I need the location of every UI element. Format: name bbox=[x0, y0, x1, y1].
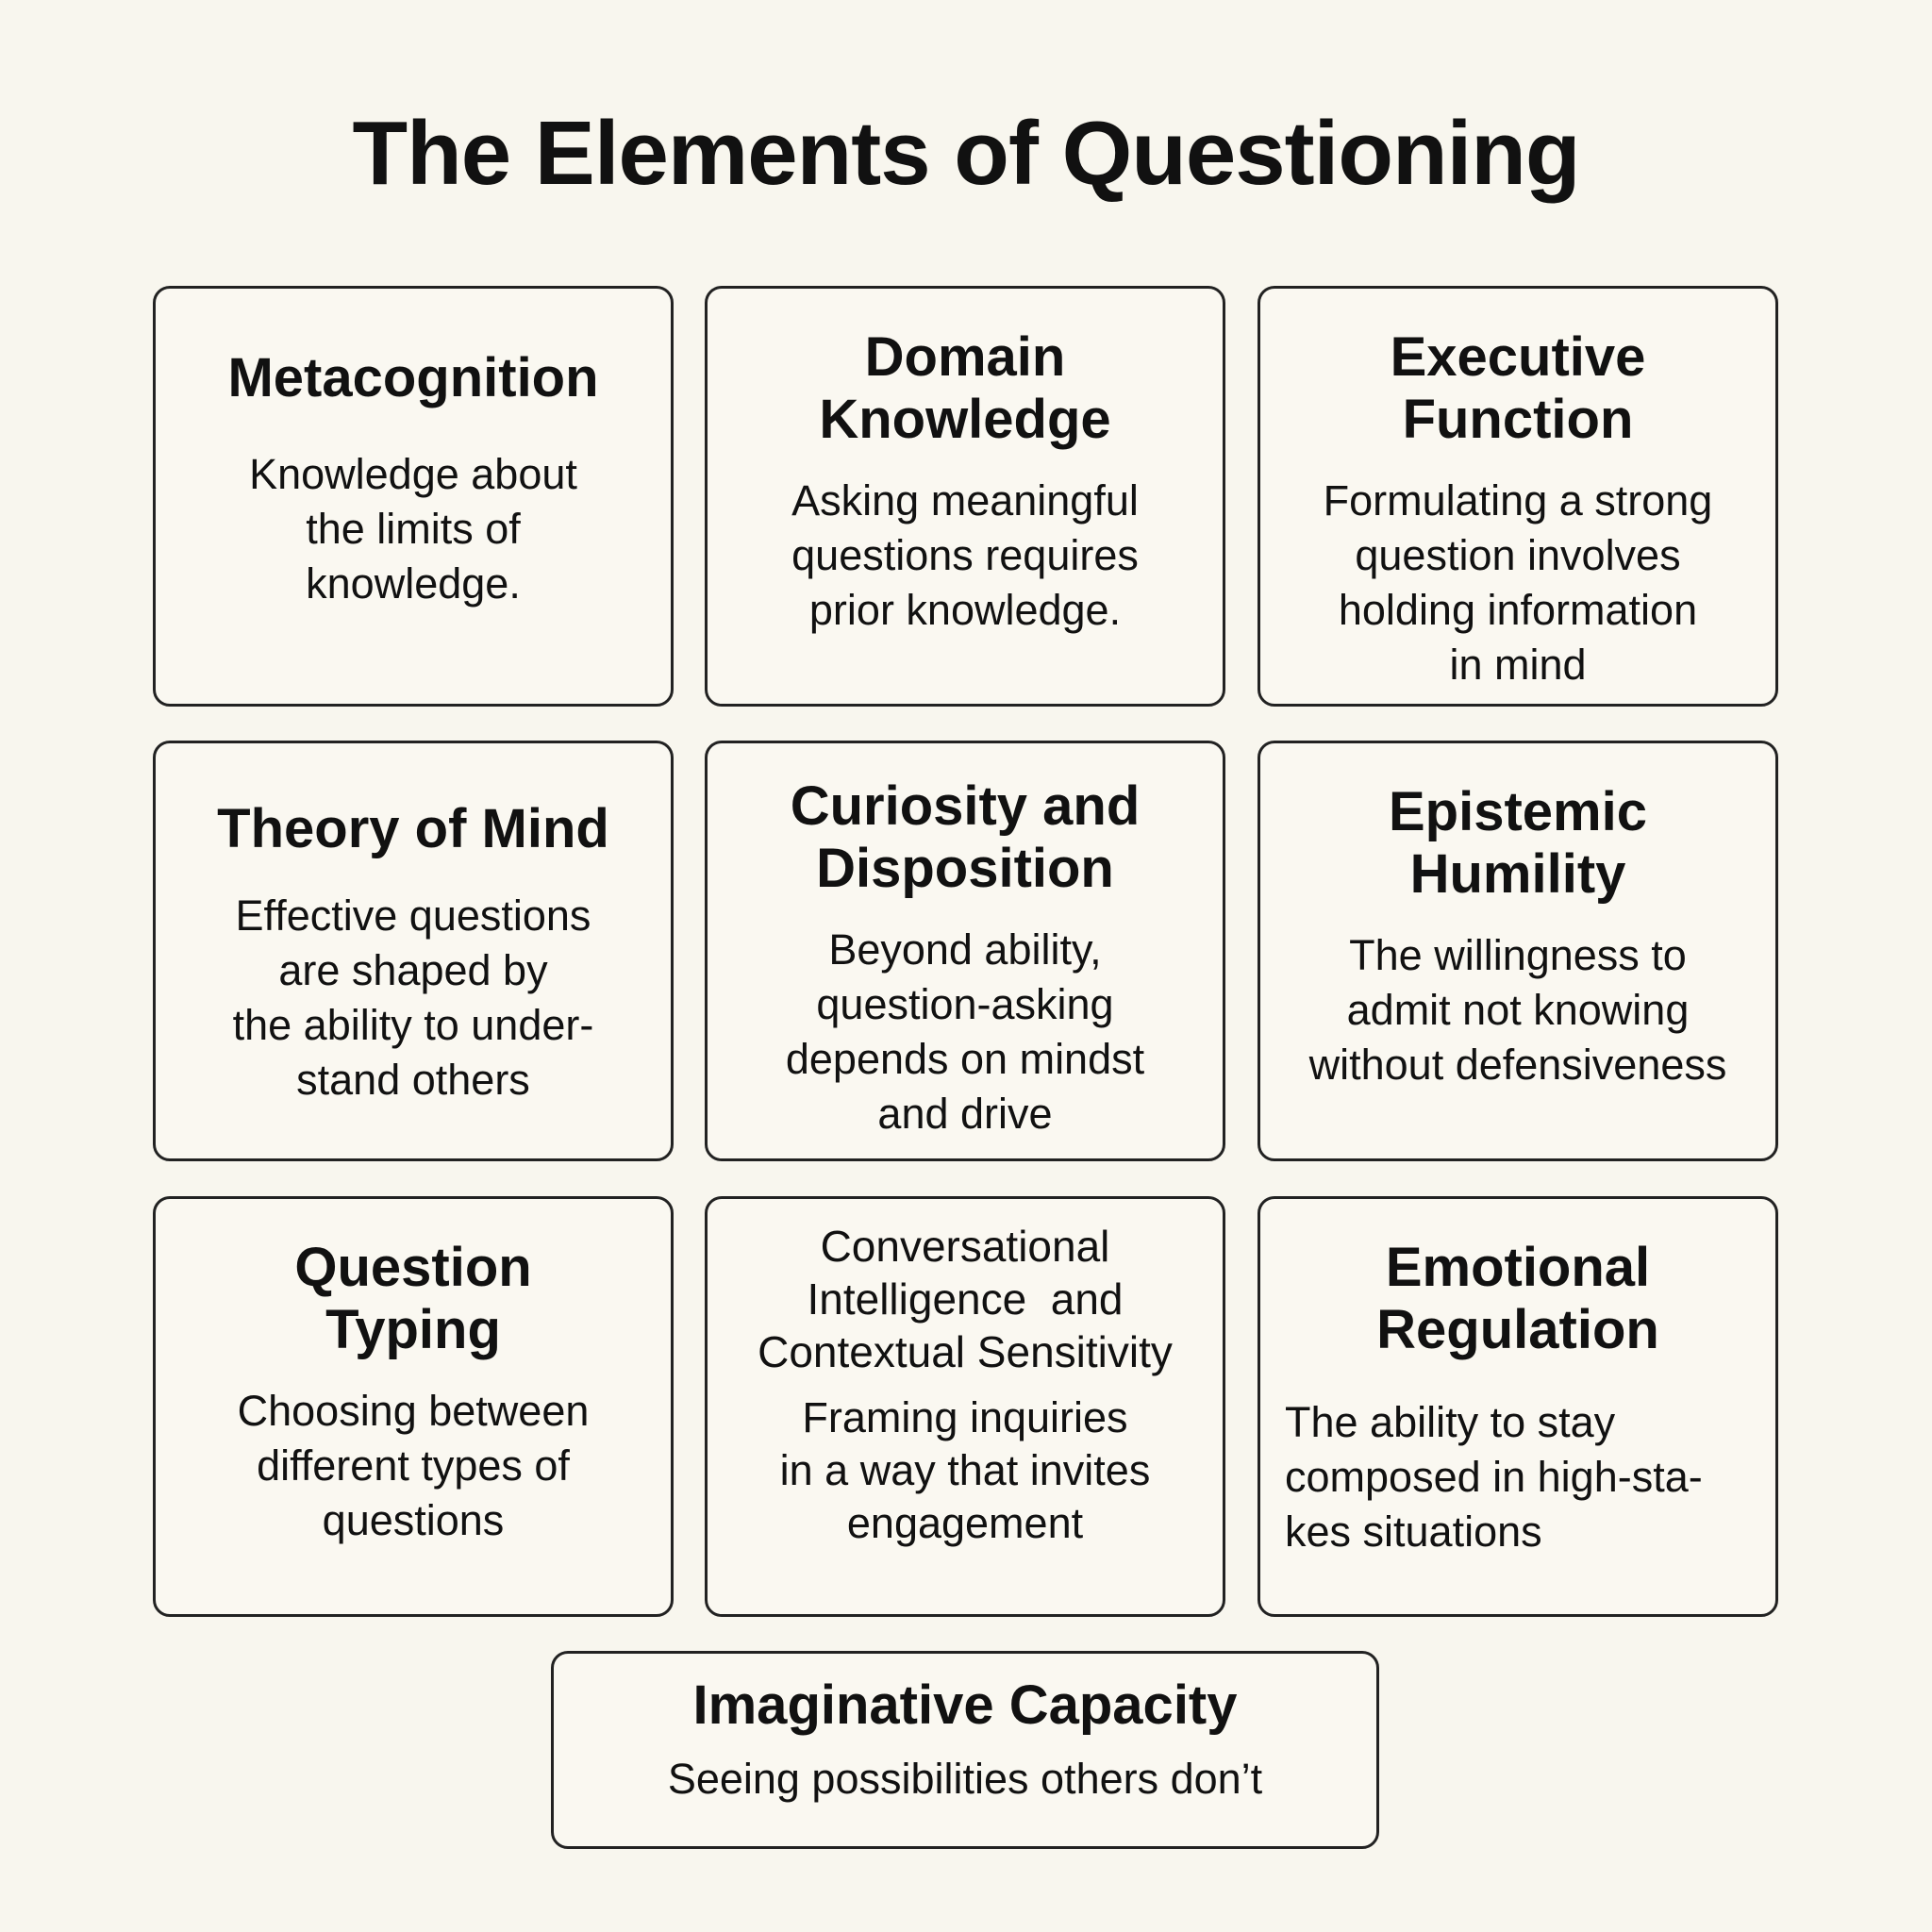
card-heading: Metacognition bbox=[227, 347, 599, 408]
card-heading: Imaginative Capacity bbox=[692, 1674, 1238, 1736]
card-body: Beyond ability, question-asking depends … bbox=[785, 925, 1145, 1138]
card-metacognition: Metacognition Knowledge about the limits… bbox=[153, 286, 674, 707]
card-theory-of-mind: Theory of Mind Effective questions are s… bbox=[153, 741, 674, 1161]
card-heading: Conversational Intelligence and Contextu… bbox=[758, 1222, 1173, 1376]
card-curiosity-and-disposition: Curiosity and Disposition Beyond ability… bbox=[705, 741, 1225, 1161]
card-heading: Domain Knowledge bbox=[819, 326, 1111, 450]
card-conversational-intelligence: Conversational Intelligence and Contextu… bbox=[705, 1196, 1225, 1617]
card-body: The ability to stay composed in high-sta… bbox=[1285, 1398, 1703, 1556]
card-domain-knowledge: Domain Knowledge Asking meaningful quest… bbox=[705, 286, 1225, 707]
card-body: Formulating a strong question involves h… bbox=[1323, 476, 1713, 689]
card-heading: Theory of Mind bbox=[217, 798, 609, 859]
card-heading: Question Typing bbox=[294, 1237, 532, 1360]
card-heading: Executive Function bbox=[1390, 326, 1646, 450]
card-executive-function: Executive Function Formulating a strong … bbox=[1257, 286, 1778, 707]
card-epistemic-humility: Epistemic Humility The willingness to ad… bbox=[1257, 741, 1778, 1161]
card-body: Framing inquiries in a way that invites … bbox=[779, 1393, 1151, 1547]
card-emotional-regulation: Emotional Regulation The ability to stay… bbox=[1257, 1196, 1778, 1617]
card-body: Seeing possibilities others don’t bbox=[667, 1755, 1263, 1803]
page-title: The Elements of Questioning bbox=[352, 103, 1580, 204]
card-heading: Curiosity and Disposition bbox=[790, 775, 1141, 899]
card-question-typing: Question Typing Choosing between differe… bbox=[153, 1196, 674, 1617]
card-body: Asking meaningful questions requires pri… bbox=[791, 476, 1139, 634]
card-body: The willingness to admit not knowing wit… bbox=[1308, 931, 1727, 1089]
card-heading: Epistemic Humility bbox=[1389, 781, 1647, 905]
card-body: Knowledge about the limits of knowledge. bbox=[249, 450, 577, 608]
card-imaginative-capacity: Imaginative Capacity Seeing possibilitie… bbox=[551, 1651, 1379, 1849]
card-body: Choosing between different types of ques… bbox=[237, 1387, 590, 1544]
card-body: Effective questions are shaped by the ab… bbox=[232, 891, 594, 1104]
card-heading: Emotional Regulation bbox=[1376, 1237, 1659, 1360]
